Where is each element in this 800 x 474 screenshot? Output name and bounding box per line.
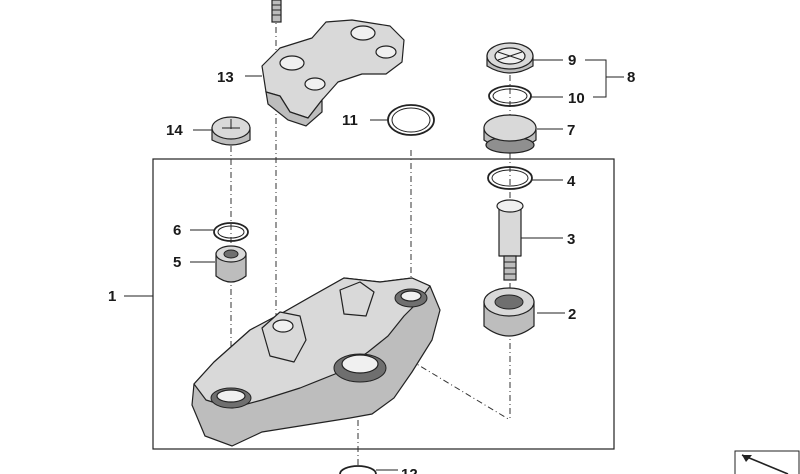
callout-6: 6 — [173, 222, 181, 239]
o-ring-12 — [339, 465, 377, 474]
callout-13: 13 — [217, 69, 234, 86]
callout-14: 14 — [166, 122, 183, 139]
o-ring-6 — [213, 222, 249, 242]
upper-clamp-bracket — [261, 0, 405, 127]
callout-12: 12 — [401, 466, 418, 474]
fork-bridge-casting — [191, 277, 441, 447]
callout-8: 8 — [627, 69, 635, 86]
callout-3: 3 — [567, 231, 575, 248]
callout-7: 7 — [567, 122, 575, 139]
callout-11: 11 — [342, 112, 358, 129]
bearing-2 — [483, 287, 535, 337]
callout-9: 9 — [568, 52, 576, 69]
callout-2: 2 — [568, 306, 576, 323]
callout-4: 4 — [567, 173, 576, 190]
callout-5: 5 — [173, 254, 181, 271]
callout-labels: 1 2 3 4 5 6 7 8 9 10 11 12 13 14 — [108, 52, 635, 474]
assembly-frame — [152, 158, 615, 450]
circlip-4 — [487, 166, 533, 190]
cover-7 — [483, 114, 537, 154]
diagonal-arrow-icon — [734, 450, 800, 474]
o-ring-large — [387, 104, 435, 136]
pin-3 — [496, 199, 524, 281]
callout-1: 1 — [108, 288, 116, 305]
plug-9 — [486, 42, 534, 74]
leader-lines — [124, 59, 624, 471]
o-ring-10 — [488, 85, 532, 107]
callout-10: 10 — [568, 90, 585, 107]
bushing-5 — [215, 245, 247, 283]
cap — [211, 116, 251, 146]
